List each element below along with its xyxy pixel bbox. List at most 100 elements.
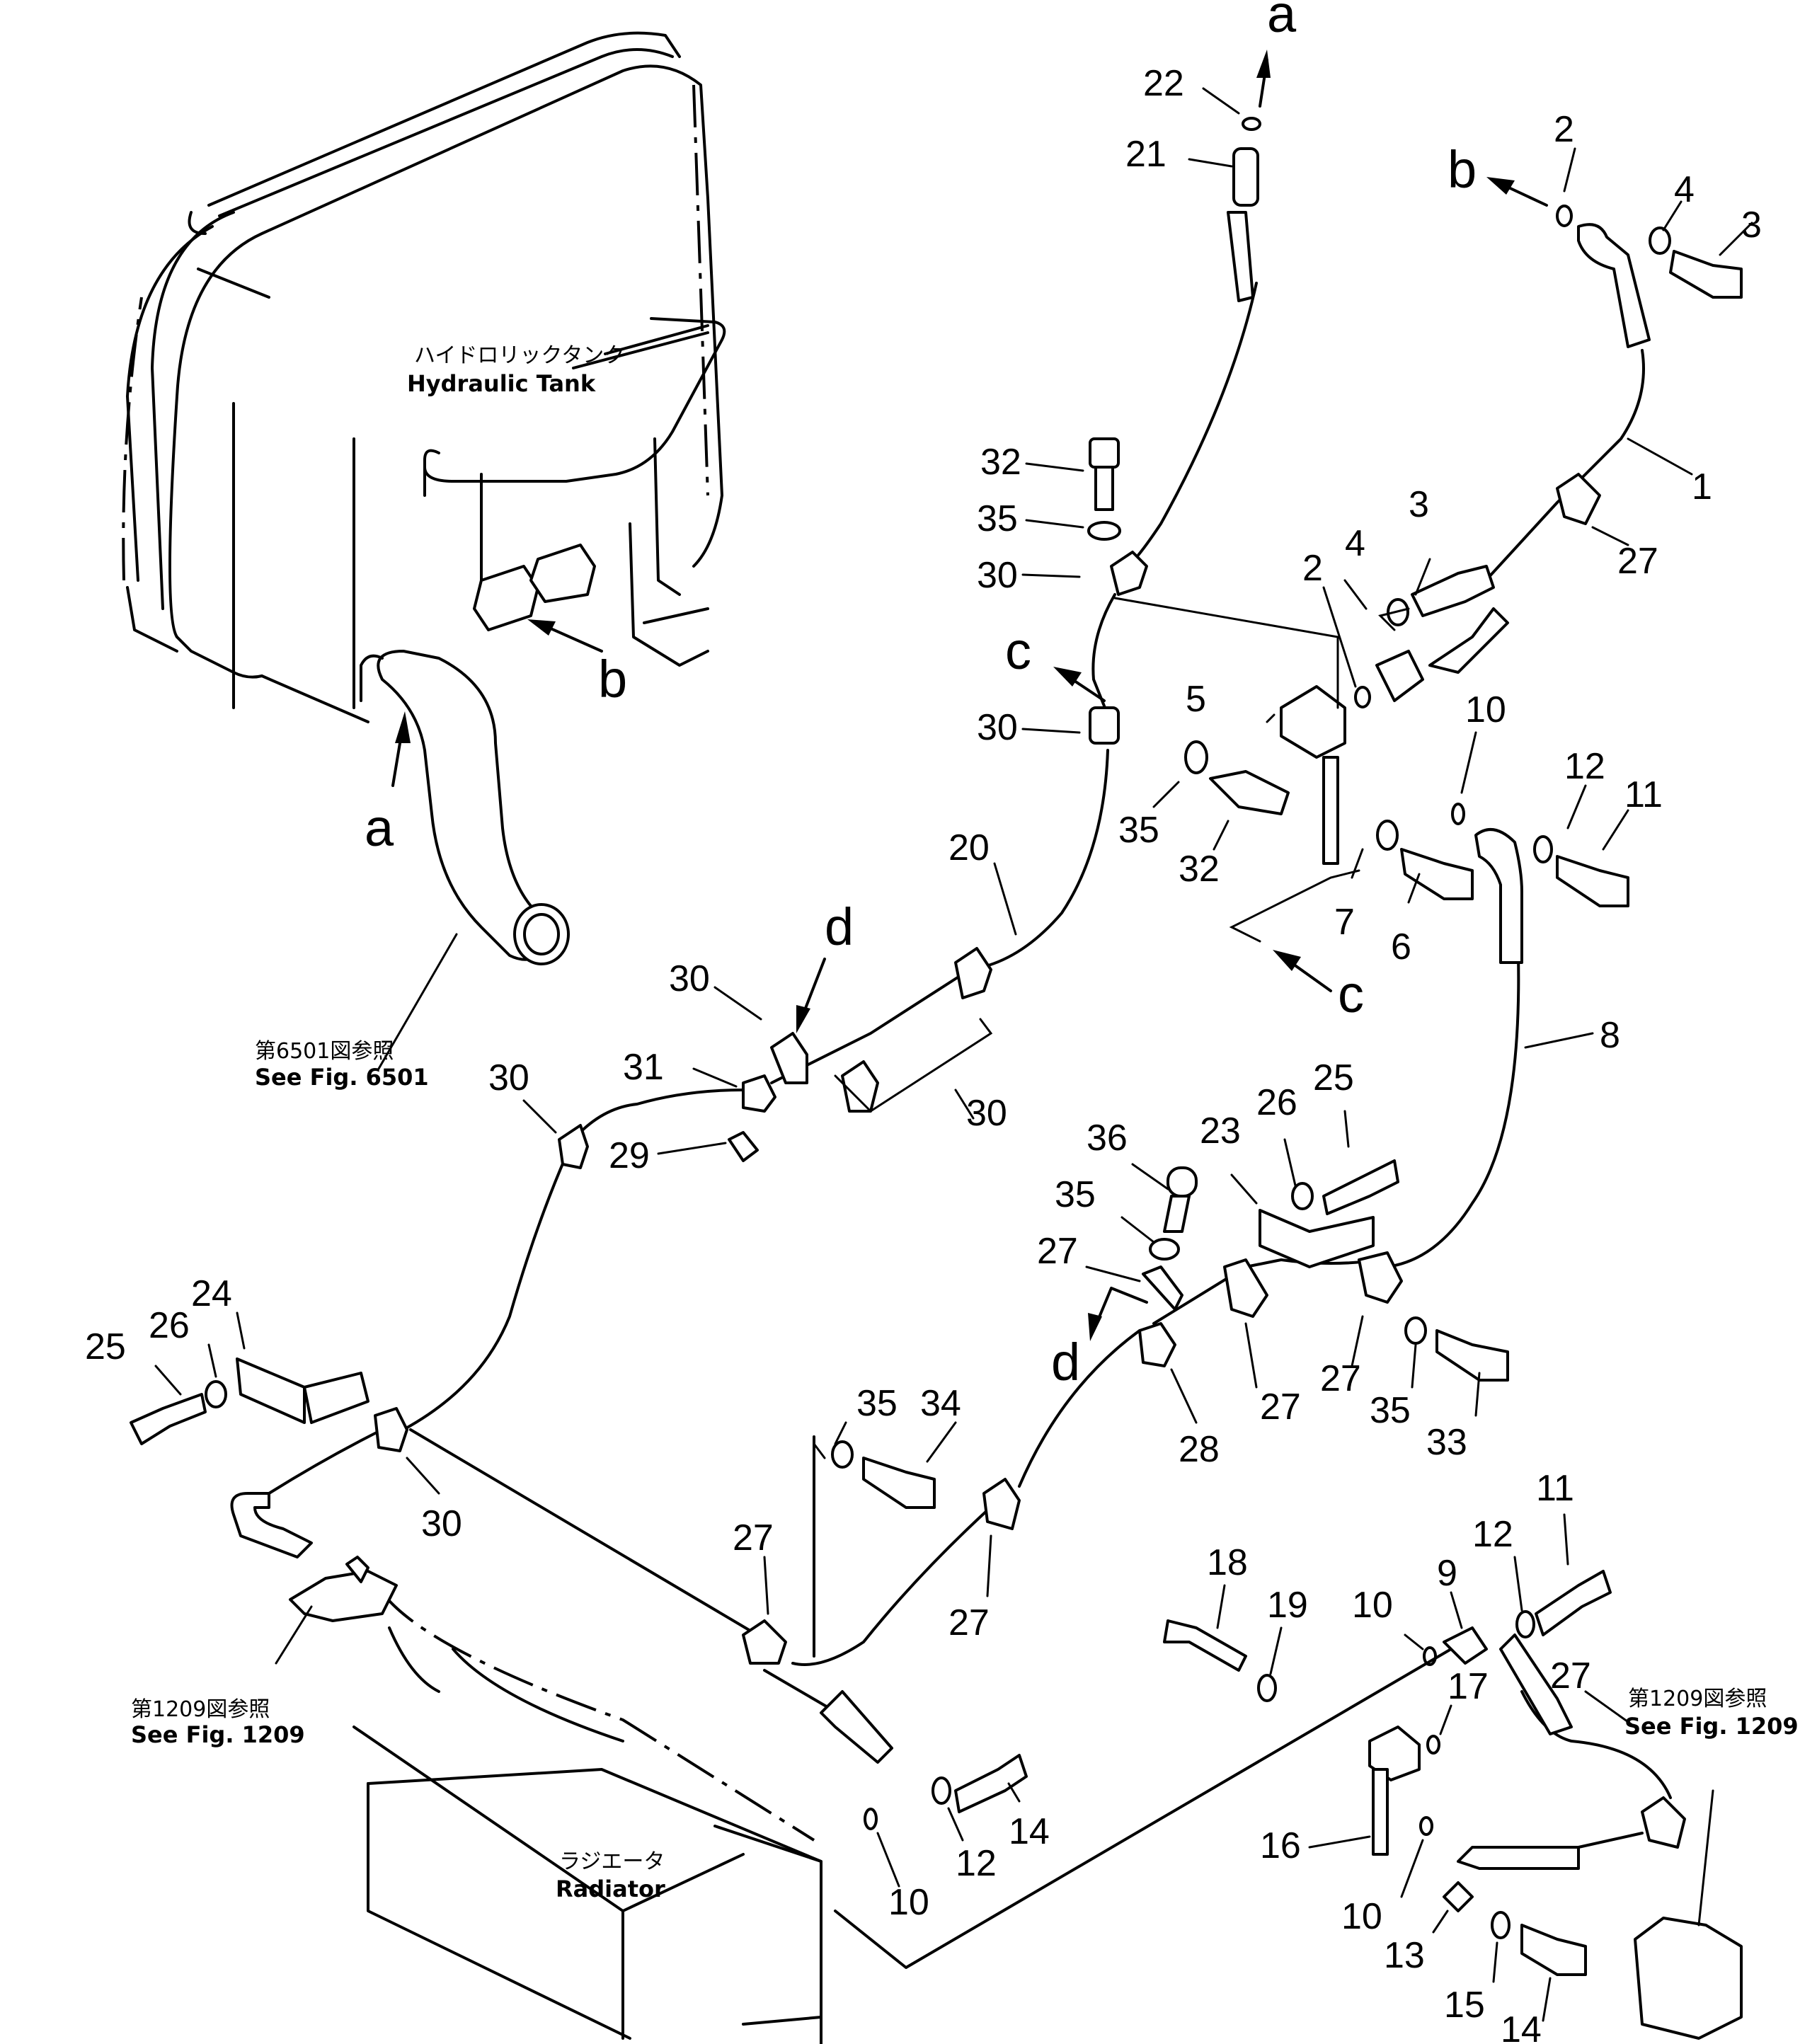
- clamp-30-bracket: [841, 1060, 879, 1113]
- reference-arrows: [391, 50, 1548, 1341]
- callout-33: 33: [1426, 1422, 1467, 1463]
- arrow-c-left: [1053, 667, 1106, 702]
- callout-21: 21: [1125, 134, 1167, 175]
- bolt-14-b: [1520, 1924, 1587, 1976]
- callout-7: 7: [1334, 902, 1355, 943]
- callout-13: 13: [1384, 1935, 1425, 1976]
- clamp-28: [1138, 1322, 1176, 1367]
- hose-20-left-fitting: [230, 1492, 313, 1558]
- callout-26: 26: [149, 1305, 190, 1346]
- o-ring-2-mid: [1354, 686, 1371, 708]
- clamp-30-bl: [374, 1407, 408, 1452]
- flange-2: [1375, 650, 1424, 702]
- callout-3: 3: [1409, 484, 1429, 525]
- bolt-33: [1435, 1329, 1509, 1382]
- callout-27: 27: [948, 1602, 990, 1643]
- callout-34: 34: [920, 1383, 961, 1424]
- hose-21-fitting: [1227, 211, 1254, 302]
- see-fig-1209-left-en: See Fig. 1209: [131, 1721, 305, 1748]
- arrow-b-tank: [527, 619, 603, 653]
- o-ring-10-rad: [864, 1808, 878, 1830]
- pump-fig1209-left-nipple: [345, 1556, 369, 1583]
- hose-end: [513, 903, 570, 965]
- pump-fig1209-right: [1634, 1917, 1743, 2040]
- see-fig-1209-right-jp: 第1209図参照: [1628, 1687, 1767, 1711]
- hose-1-fitting: [1577, 223, 1651, 348]
- clamp-13: [1443, 1881, 1474, 1912]
- bolt-36-shank: [1163, 1195, 1191, 1233]
- clamp-27-top: [1556, 473, 1601, 525]
- arrow-d-lower: [1088, 1287, 1148, 1341]
- washer-26-left: [205, 1380, 227, 1408]
- callout-27: 27: [1550, 1655, 1591, 1696]
- callout-11: 11: [1624, 774, 1663, 815]
- radiator-label-jp: ラジエータ: [559, 1849, 665, 1874]
- ref-letter-b: b: [1448, 140, 1477, 199]
- callout-35: 35: [856, 1383, 898, 1424]
- part-callouts: 22 21 2 4 3 1 27 32 35 30 3 4 2 5 30 35 …: [85, 63, 1762, 2044]
- bracket-24: [236, 1357, 306, 1424]
- hose-1-lower-fitting: [1428, 607, 1509, 674]
- o-ring-22: [1242, 117, 1261, 131]
- callout-27: 27: [733, 1517, 774, 1558]
- bracket-16: [1372, 1768, 1389, 1856]
- callout-12: 12: [1564, 746, 1605, 787]
- see-fig-6501-en: See Fig. 6501: [255, 1064, 429, 1091]
- callout-26: 26: [1256, 1082, 1297, 1123]
- radiator-label-en: Radiator: [556, 1876, 665, 1902]
- o-ring-10-b1: [1423, 1646, 1437, 1666]
- bolt-25-right: [1322, 1159, 1399, 1215]
- block-5: [1280, 685, 1346, 759]
- washer-12-rad: [932, 1776, 951, 1805]
- callout-5: 5: [1186, 679, 1206, 720]
- callout-27: 27: [1037, 1231, 1078, 1272]
- ref-letter-a: a: [365, 798, 394, 857]
- callout-17: 17: [1448, 1666, 1489, 1707]
- callout-12: 12: [1472, 1514, 1513, 1555]
- callout-22: 22: [1143, 63, 1184, 104]
- hose-13-fitting: [1457, 1846, 1580, 1870]
- plate-29: [728, 1131, 759, 1162]
- callout-15: 15: [1444, 1985, 1485, 2026]
- hose-lines: [230, 211, 1672, 1870]
- bolt-36-head: [1167, 1166, 1198, 1198]
- callout-1: 1: [1692, 466, 1712, 507]
- callout-31: 31: [623, 1047, 664, 1088]
- washer-7: [1376, 820, 1399, 851]
- washer-4: [1649, 226, 1671, 255]
- callout-30: 30: [669, 958, 710, 999]
- port-flange-b1: [473, 565, 539, 631]
- callout-32: 32: [1179, 849, 1220, 890]
- washer-4-mid: [1387, 598, 1409, 626]
- callout-28: 28: [1179, 1429, 1220, 1470]
- clamp-27-c1: [1223, 1258, 1268, 1318]
- callout-36: 36: [1087, 1118, 1128, 1159]
- hose-8-fitting: [1474, 828, 1523, 964]
- o-ring-10-b2: [1419, 1816, 1433, 1836]
- callout-23: 23: [1200, 1110, 1241, 1152]
- callout-10: 10: [1352, 1585, 1393, 1626]
- callout-35: 35: [977, 498, 1018, 539]
- washer-26-right: [1291, 1182, 1314, 1210]
- o-ring-17: [1426, 1735, 1440, 1755]
- washer-12-b: [1515, 1610, 1535, 1638]
- ref-letter-c: c: [1005, 621, 1031, 680]
- bracket-24-arm: [303, 1372, 369, 1424]
- callout-27: 27: [1320, 1358, 1361, 1399]
- see-fig-1209-right-en: See Fig. 1209: [1624, 1713, 1799, 1740]
- bolt-18: [1163, 1619, 1247, 1672]
- callout-6: 6: [1391, 926, 1411, 968]
- bolt-3: [1669, 250, 1743, 299]
- ref-letter-d: d: [825, 897, 854, 956]
- callout-3: 3: [1741, 205, 1762, 246]
- bolt-6: [1400, 848, 1474, 900]
- hardware: [130, 117, 1743, 2040]
- hydraulic-tank-label-jp: ハイドロリックタンク: [414, 343, 625, 368]
- ref-letter-a: a: [1267, 0, 1297, 43]
- bolt-34: [862, 1457, 936, 1509]
- clamp-27-b: [1641, 1796, 1686, 1849]
- callout-4: 4: [1674, 169, 1695, 210]
- ref-letter-c: c: [1338, 965, 1364, 1023]
- bolt-32-mid: [1209, 770, 1290, 815]
- callout-19: 19: [1267, 1585, 1308, 1626]
